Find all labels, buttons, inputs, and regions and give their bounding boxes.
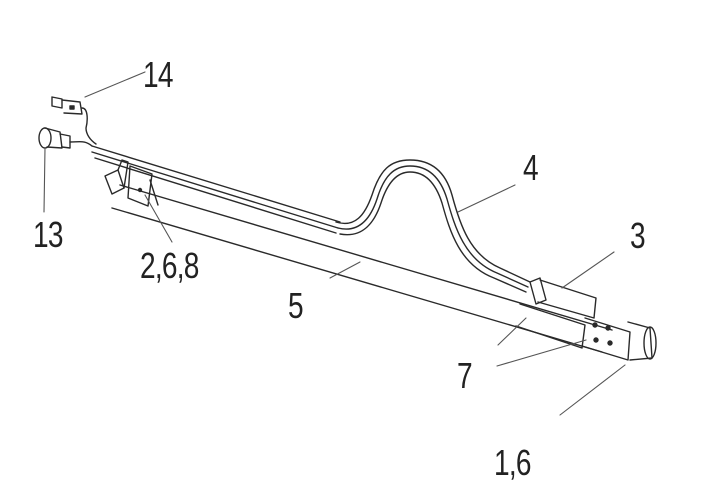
- callout-13: 13: [33, 214, 63, 255]
- fitting-14: [51, 96, 97, 145]
- front-block: [515, 277, 657, 361]
- fitting-13: [38, 127, 93, 149]
- callout-4: 4: [523, 147, 539, 188]
- leader-lines: [43, 71, 626, 416]
- rear-bracket: [104, 159, 153, 207]
- callout-2-6-8: 2,6,8: [140, 245, 199, 286]
- hose-lines: [91, 145, 531, 293]
- callout-3: 3: [630, 215, 646, 256]
- callout-14: 14: [143, 54, 173, 95]
- callout-1-6: 1,6: [494, 442, 531, 483]
- callout-5: 5: [288, 285, 304, 326]
- callout-7: 7: [457, 355, 473, 396]
